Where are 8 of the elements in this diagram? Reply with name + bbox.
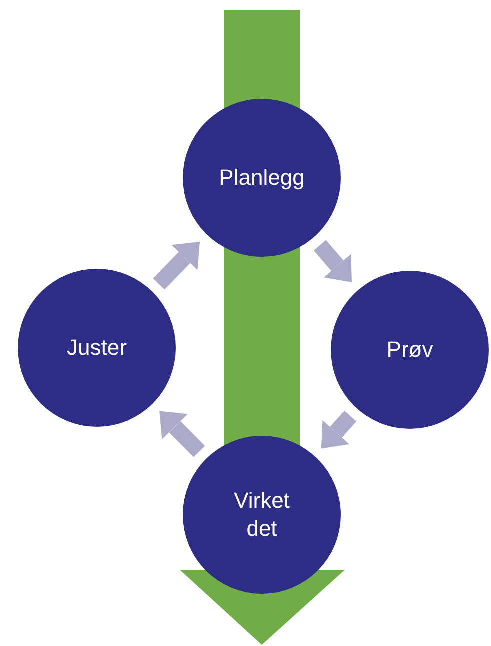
node-label: Juster <box>67 334 127 362</box>
node-label: Planlegg <box>219 164 305 192</box>
node-label: Virket det <box>233 487 291 543</box>
block-arrow <box>314 240 352 283</box>
block-arrow <box>153 242 200 290</box>
block-arrow <box>160 411 206 458</box>
block-arrow <box>321 410 357 449</box>
node-label: Prøv <box>386 336 434 364</box>
